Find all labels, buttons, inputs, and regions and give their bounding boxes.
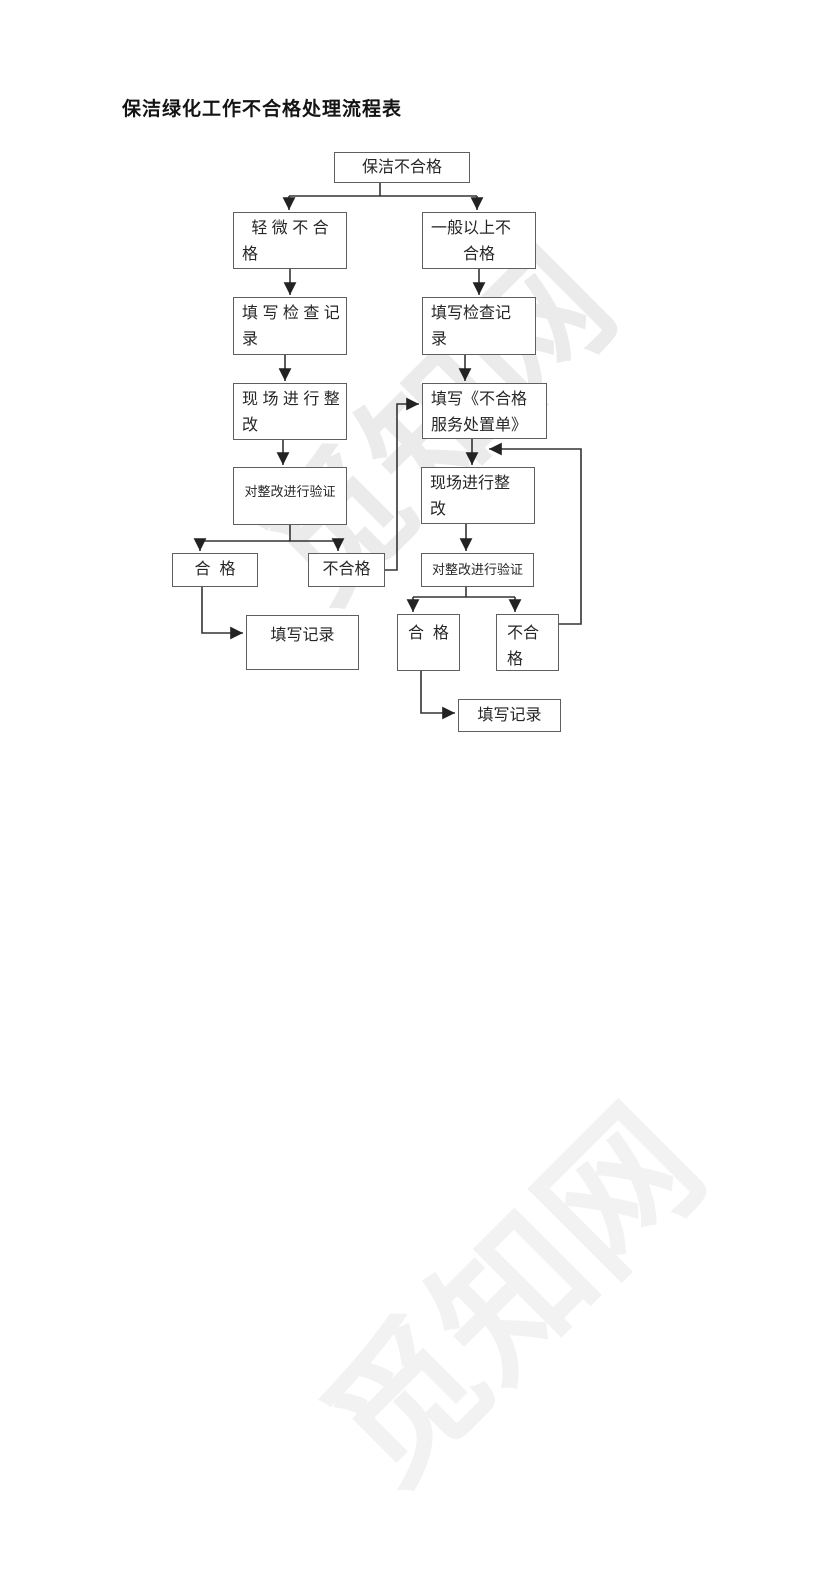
flow-box-left-pass: 合 格 — [172, 553, 258, 587]
flow-box-right-rectify-line1: 现场进行整 — [430, 475, 511, 492]
arrow-lfail-to-r3 — [385, 397, 419, 571]
flow-box-right-fail: 不合 格 — [496, 614, 559, 671]
flow-box-left-fill-record-label: 填写记录 — [270, 627, 335, 644]
flow-box-right-rectify-line2: 改 — [430, 501, 447, 518]
flow-box-general-nonconforming: 一般以上不 合格 — [422, 212, 536, 269]
flow-box-disposition-line2: 服务处置单》 — [431, 417, 528, 434]
flow-box-left-fail: 不合格 — [308, 553, 385, 587]
watermark-bottom: 觅知网 — [295, 1078, 733, 1516]
flow-box-left-inspection-line2: 录 — [242, 331, 259, 348]
flow-box-disposition-form: 填写《不合格 服务处置单》 — [422, 383, 547, 439]
page-title: 保洁绿化工作不合格处理流程表 — [122, 99, 403, 120]
flow-box-right-pass: 合 格 — [397, 614, 460, 671]
flow-box-right-inspection-record: 填写检查记 录 — [422, 297, 536, 355]
flow-box-left-fail-label: 不合格 — [322, 561, 371, 578]
flow-box-general-line1: 一般以上不 — [431, 220, 512, 237]
flow-box-right-verify: 对整改进行验证 — [421, 553, 534, 587]
flow-box-left-verify: 对整改进行验证 — [233, 467, 347, 525]
flow-box-right-fail-line1: 不合 — [507, 625, 540, 642]
flow-box-left-pass-label: 合 格 — [194, 561, 236, 578]
flow-box-general-line2: 合格 — [462, 246, 495, 263]
flow-box-right-onsite-rectify: 现场进行整 改 — [421, 467, 535, 524]
arrow-lpass-record — [201, 587, 244, 640]
flow-box-left-rectify-line1: 现 场 进 行 整 — [242, 391, 340, 408]
flow-box-right-verify-label: 对整改进行验证 — [431, 562, 523, 577]
arrow-rpass-record — [420, 671, 455, 720]
flow-box-start-label: 保洁不合格 — [361, 159, 442, 176]
flow-box-right-fail-line2: 格 — [507, 651, 524, 668]
document-page: 觅知网 觅知网 保洁绿化工作不合格处理流程表 — [122, 99, 733, 1516]
flow-box-right-fill-record: 填写记录 — [458, 699, 561, 732]
flow-box-disposition-line1: 填写《不合格 — [431, 391, 528, 408]
flow-box-left-rectify-line2: 改 — [242, 417, 259, 434]
flow-box-left-inspection-record: 填 写 检 查 记 录 — [233, 297, 347, 355]
flow-box-minor-line1: 轻 微 不 合 — [251, 220, 329, 237]
flow-box-right-inspection-line1: 填写检查记 — [431, 305, 512, 322]
flow-box-left-inspection-line1: 填 写 检 查 记 — [242, 305, 340, 322]
flow-box-start: 保洁不合格 — [334, 152, 470, 183]
flow-box-minor-line2: 格 — [242, 246, 259, 263]
flow-box-left-fill-record: 填写记录 — [246, 615, 359, 670]
flow-box-minor-nonconforming: 轻 微 不 合 格 — [233, 212, 347, 269]
flow-box-right-fill-record-label: 填写记录 — [477, 706, 542, 724]
flow-box-right-pass-label: 合 格 — [408, 625, 449, 642]
flow-box-left-verify-label: 对整改进行验证 — [244, 484, 336, 499]
flow-box-left-onsite-rectify: 现 场 进 行 整 改 — [233, 383, 347, 440]
flow-box-right-inspection-line2: 录 — [431, 331, 448, 348]
